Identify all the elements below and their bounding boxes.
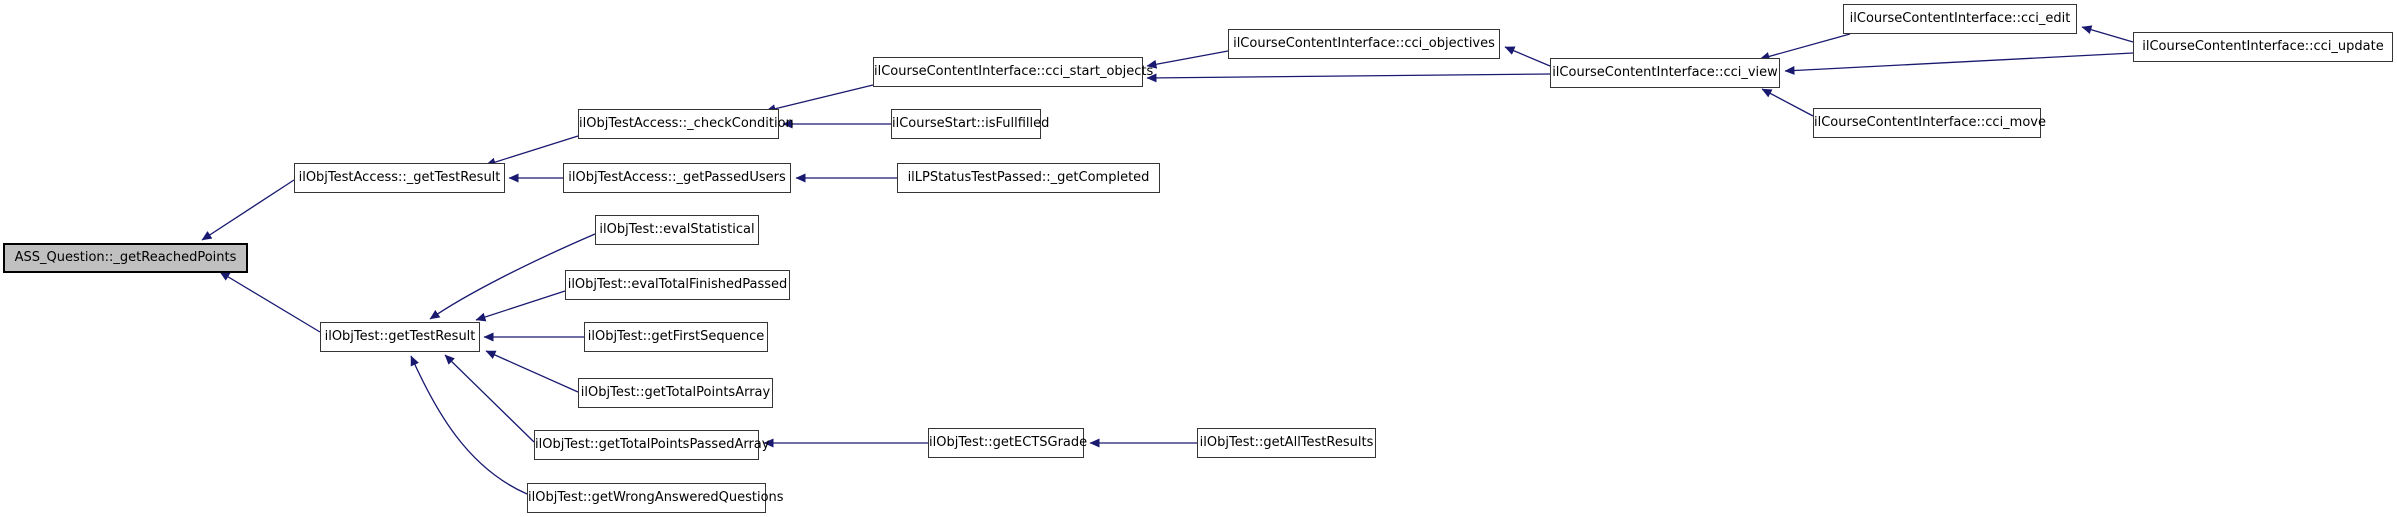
edge-cciupdate-to-cciedit [2081,25,2134,43]
edge-cciview-to-cciobjectives [1504,46,1551,67]
edge-cciupdate-to-cciview [1784,52,2134,76]
node-ilobjtestaccess-getpassedusers[interactable]: ilObjTestAccess::_getPassedUsers [563,163,791,193]
node-ilcoursecontentinterface-cci-update[interactable]: ilCourseContentInterface::cci_update [2133,32,2393,62]
node-ilobjtest-gettestresult[interactable]: ilObjTest::getTestResult [320,322,480,352]
edge-gettotalpointsarray-to-gettestresult [485,350,579,393]
node-ilcoursecontentinterface-cci-objectives[interactable]: ilCourseContentInterface::cci_objectives [1228,29,1500,59]
edge-getwrongansweredquestions-to-gettestresult [410,355,528,495]
edge-cciview-to-ccistartobjects [1146,73,1551,83]
node-ilcoursecontentinterface-cci-start-objects[interactable]: ilCourseContentInterface::cci_start_obje… [873,57,1153,87]
edge-ccistartobjects-to-checkcondition [765,84,874,114]
node-ilobjtest-getalltestresults[interactable]: ilObjTest::getAllTestResults [1197,428,1376,458]
edge-checkcondition-to-gettestresultaccess [485,135,579,167]
node-illpstatustestpassed-getcompleted[interactable]: ilLPStatusTestPassed::_getCompleted [897,163,1160,193]
node-ass-question-getreachedpoints: ASS_Question::_getReachedPoints [3,243,248,273]
node-ilobjtestaccess-gettestresult[interactable]: ilObjTestAccess::_getTestResult [294,163,505,193]
node-ilobjtest-getectsgrade[interactable]: ilObjTest::getECTSGrade [928,428,1087,458]
node-ilcoursestart-isfullfilled[interactable]: ilCourseStart::isFullfilled [891,109,1049,139]
edge-cciobjectives-to-ccistartobjects [1146,50,1229,69]
node-ilobjtest-getfirstsequence[interactable]: ilObjTest::getFirstSequence [584,322,768,352]
node-ilcoursecontentinterface-cci-edit[interactable]: ilCourseContentInterface::cci_edit [1843,4,2077,34]
edge-cciedit-to-cciview [1759,33,1851,61]
node-ilobjtest-gettotalpointspassedarray[interactable]: ilObjTest::getTotalPointsPassedArray [534,430,769,460]
node-ilcoursecontentinterface-cci-move[interactable]: ilCourseContentInterface::cci_move [1813,108,2046,138]
node-ilobjtest-gettotalpointsarray[interactable]: ilObjTest::getTotalPointsArray [578,378,773,408]
node-ilobjtestaccess-checkcondition[interactable]: ilObjTestAccess::_checkCondition [578,109,794,139]
edge-evaltotalfinishedpassed-to-gettestresult [475,290,566,322]
edge-gettestresultaccess-to-getreachedpoints [201,179,295,241]
edge-gettestresult-to-getreachedpoints [219,271,321,333]
edge-ccimove-to-cciview [1761,88,1814,117]
node-ilobjtest-evalstatistical[interactable]: ilObjTest::evalStatistical [595,215,759,245]
node-ilobjtest-getwrongansweredquestions[interactable]: ilObjTest::getWrongAnsweredQuestions [527,483,784,513]
node-ilcoursecontentinterface-cci-view[interactable]: ilCourseContentInterface::cci_view [1550,58,1780,88]
node-ilobjtest-evaltotalfinishedpassed[interactable]: ilObjTest::evalTotalFinishedPassed [565,270,790,300]
edge-evalstatistical-to-gettestresult [429,233,596,320]
edge-gettotalpointspassedarray-to-gettestresult [444,354,535,443]
